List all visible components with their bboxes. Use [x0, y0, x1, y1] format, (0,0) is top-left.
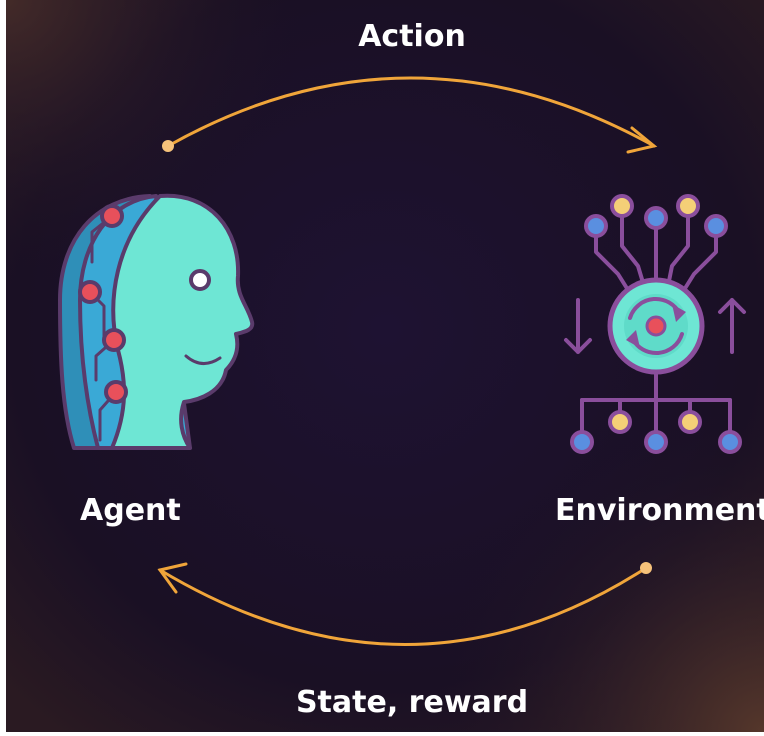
- state-reward-arrow-origin-dot: [640, 562, 652, 574]
- refresh-arrowhead-1: [672, 304, 686, 322]
- head-eye: [189, 269, 211, 291]
- action-arrow-head: [626, 126, 658, 154]
- hub-node-bottom-4: [678, 410, 702, 434]
- hub-nodes: [570, 194, 742, 454]
- hub-wire-top-4: [666, 204, 690, 288]
- hub-node-top-5: [704, 214, 728, 238]
- hub-wire-top-5: [682, 224, 718, 292]
- up-arrow-icon: [718, 298, 746, 354]
- action-arrow: [166, 76, 658, 154]
- action-arrow-curve: [166, 76, 656, 148]
- state-reward-arrow-head: [157, 562, 188, 594]
- hub-wire-top-1: [594, 224, 630, 292]
- circuit-node-1: [100, 204, 124, 228]
- head-smile: [184, 354, 222, 365]
- environment-label: Environment: [555, 493, 764, 528]
- circuit-node-3: [102, 328, 126, 352]
- state-reward-label: State, reward: [295, 685, 529, 720]
- ai-head-icon: [58, 193, 255, 450]
- circuit-node-4: [104, 380, 128, 404]
- hub-node-top-3: [644, 206, 668, 230]
- hub-node-top-4: [676, 194, 700, 218]
- hub-node-top-2: [610, 194, 634, 218]
- hub-node-top-1: [584, 214, 608, 238]
- hub-core-dot: [645, 315, 667, 337]
- circuit-node-2: [78, 280, 102, 304]
- state-reward-arrow-curve: [158, 566, 648, 646]
- down-arrow-icon: [564, 298, 592, 354]
- state-reward-arrow: [157, 562, 648, 646]
- hub-core: [607, 277, 705, 375]
- hub-wire-top-2: [620, 204, 646, 288]
- refresh-arrowhead-2: [626, 330, 640, 348]
- network-hub-icon: [564, 204, 746, 442]
- hub-node-bottom-5: [718, 430, 742, 454]
- hub-node-bottom-2: [608, 410, 632, 434]
- action-arrow-origin-dot: [162, 140, 174, 152]
- action-label: Action: [358, 19, 466, 54]
- hub-node-bottom-3: [644, 430, 668, 454]
- agent-label: Agent: [80, 493, 181, 528]
- hub-node-bottom-1: [570, 430, 594, 454]
